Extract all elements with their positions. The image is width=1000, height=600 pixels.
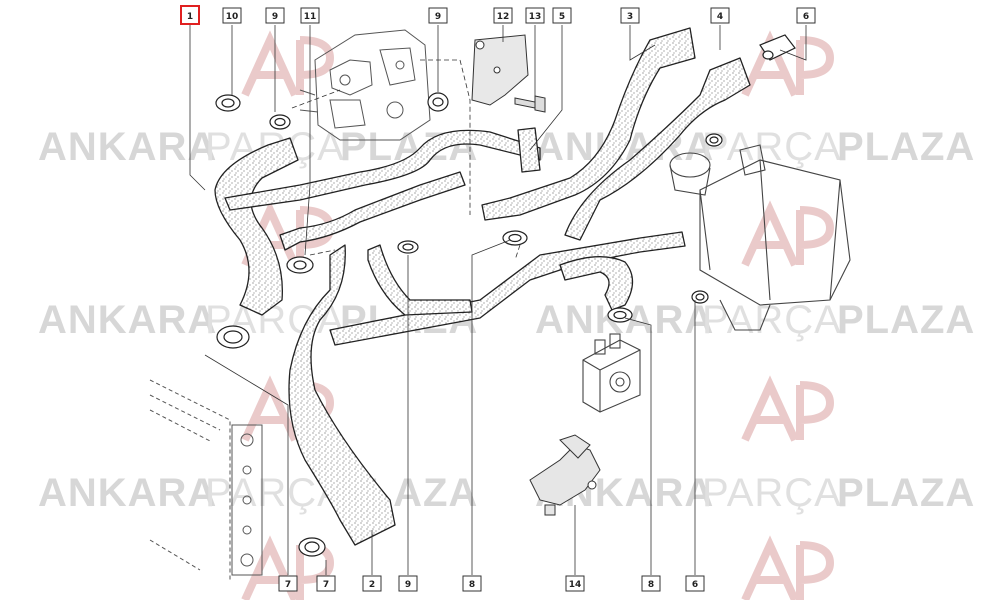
hose-layer	[214, 27, 751, 546]
callout-10[interactable]: 10	[222, 7, 242, 24]
svg-text:4: 4	[717, 12, 723, 22]
clip-part-14	[529, 434, 601, 516]
watermark-brand-bold: ANKARA	[38, 471, 217, 515]
callout-5[interactable]: 5	[552, 7, 572, 24]
callout-11[interactable]: 11	[300, 7, 320, 24]
watermark-brand-light: PARÇA	[702, 298, 842, 342]
svg-text:9: 9	[272, 12, 278, 22]
watermark-logo	[241, 535, 335, 600]
heat-exchanger	[582, 333, 641, 413]
svg-text:8: 8	[469, 580, 475, 590]
callout-4[interactable]: 4	[710, 7, 730, 24]
svg-text:2: 2	[369, 580, 375, 590]
callout-7[interactable]: 7	[316, 575, 336, 592]
clamp-part-9	[427, 92, 449, 112]
svg-text:9: 9	[435, 12, 441, 22]
svg-text:11: 11	[304, 12, 317, 22]
callout-6[interactable]: 6	[796, 7, 816, 24]
callout-3[interactable]: 3	[620, 7, 640, 24]
svg-text:6: 6	[692, 580, 698, 590]
watermark-brand-light: PARÇA	[702, 125, 842, 169]
svg-text:12: 12	[497, 12, 510, 22]
watermark-logo	[241, 375, 335, 442]
hose-part-9-small	[367, 244, 473, 316]
clamp-part-11	[286, 256, 314, 274]
expansion-tank	[669, 144, 851, 331]
svg-text:10: 10	[226, 12, 239, 22]
clamp-layer	[215, 34, 796, 557]
callout-12[interactable]: 12	[493, 7, 513, 24]
engine-block-sketch	[299, 29, 431, 141]
clamp-part-9	[397, 240, 419, 254]
callout-1[interactable]: 1	[180, 5, 200, 25]
callout-2[interactable]: 2	[362, 575, 382, 592]
svg-text:1: 1	[187, 12, 193, 22]
callout-9[interactable]: 9	[428, 7, 448, 24]
svg-text:14: 14	[569, 580, 582, 590]
hose-part-2	[288, 244, 396, 546]
watermark-brand-bold: PLAZA	[837, 125, 975, 169]
svg-text:7: 7	[323, 580, 329, 590]
clamp-part-6	[705, 133, 723, 147]
callout-9[interactable]: 9	[398, 575, 418, 592]
callout-6[interactable]: 6	[685, 575, 705, 592]
svg-text:3: 3	[627, 12, 633, 22]
hose-part-4	[564, 57, 751, 241]
bolt-part-13	[514, 95, 546, 113]
hose-part-1	[214, 137, 299, 316]
watermark-brand-bold: PLAZA	[837, 471, 975, 515]
callout-14[interactable]: 14	[565, 575, 585, 592]
hose-part-11	[279, 171, 466, 251]
clamp-part-8	[502, 230, 528, 246]
watermark-layer: ANKARA PARÇA PLAZA ANKARA PARÇA PLAZA AN…	[38, 30, 975, 600]
svg-text:8: 8	[648, 580, 654, 590]
callout-7[interactable]: 7	[278, 575, 298, 592]
watermark-row-middle: ANKARA PARÇA PLAZA ANKARA PARÇA PLAZA	[38, 298, 975, 342]
clamp-part-10	[215, 94, 241, 112]
clamp-part-8	[607, 307, 633, 323]
hose-end-part-6	[759, 34, 796, 61]
watermark-brand-bold: ANKARA	[38, 298, 217, 342]
hose-part-5	[224, 129, 541, 211]
watermark-logo	[241, 30, 335, 97]
bracket-part-12	[471, 34, 529, 106]
watermark-logo	[741, 535, 835, 600]
svg-text:5: 5	[559, 12, 565, 22]
hose-part-3	[481, 27, 696, 221]
svg-text:7: 7	[285, 580, 291, 590]
watermark-brand-bold: PLAZA	[837, 298, 975, 342]
hose-part-5-small	[517, 127, 541, 173]
callouts-top: 1 10 9 11 9 12 13 5	[180, 5, 816, 25]
svg-text:9: 9	[405, 580, 411, 590]
svg-text:13: 13	[529, 12, 542, 22]
watermark-row-bottom: ANKARA PARÇA PLAZA ANKARA PARÇA PLAZA	[38, 471, 975, 515]
clamp-part-7	[216, 325, 250, 349]
watermark-logo	[741, 200, 835, 267]
callouts-bottom: 7 7 2 9 8 14 8 6	[278, 575, 705, 592]
watermark-brand-light: PARÇA	[702, 471, 842, 515]
clamp-part-6	[691, 290, 709, 304]
hose-part-8-branch	[559, 256, 634, 311]
watermark-brand-bold: ANKARA	[38, 125, 217, 169]
callout-8[interactable]: 8	[462, 575, 482, 592]
svg-text:6: 6	[803, 12, 809, 22]
radiator-outline	[149, 379, 263, 580]
callout-9[interactable]: 9	[265, 7, 285, 24]
leader-lines	[189, 25, 807, 575]
clamp-part-9	[269, 114, 291, 130]
callout-8[interactable]: 8	[641, 575, 661, 592]
callout-13[interactable]: 13	[525, 7, 545, 24]
clamp-part-7	[298, 537, 326, 557]
watermark-logo	[741, 30, 835, 97]
watermark-logo	[741, 375, 835, 442]
